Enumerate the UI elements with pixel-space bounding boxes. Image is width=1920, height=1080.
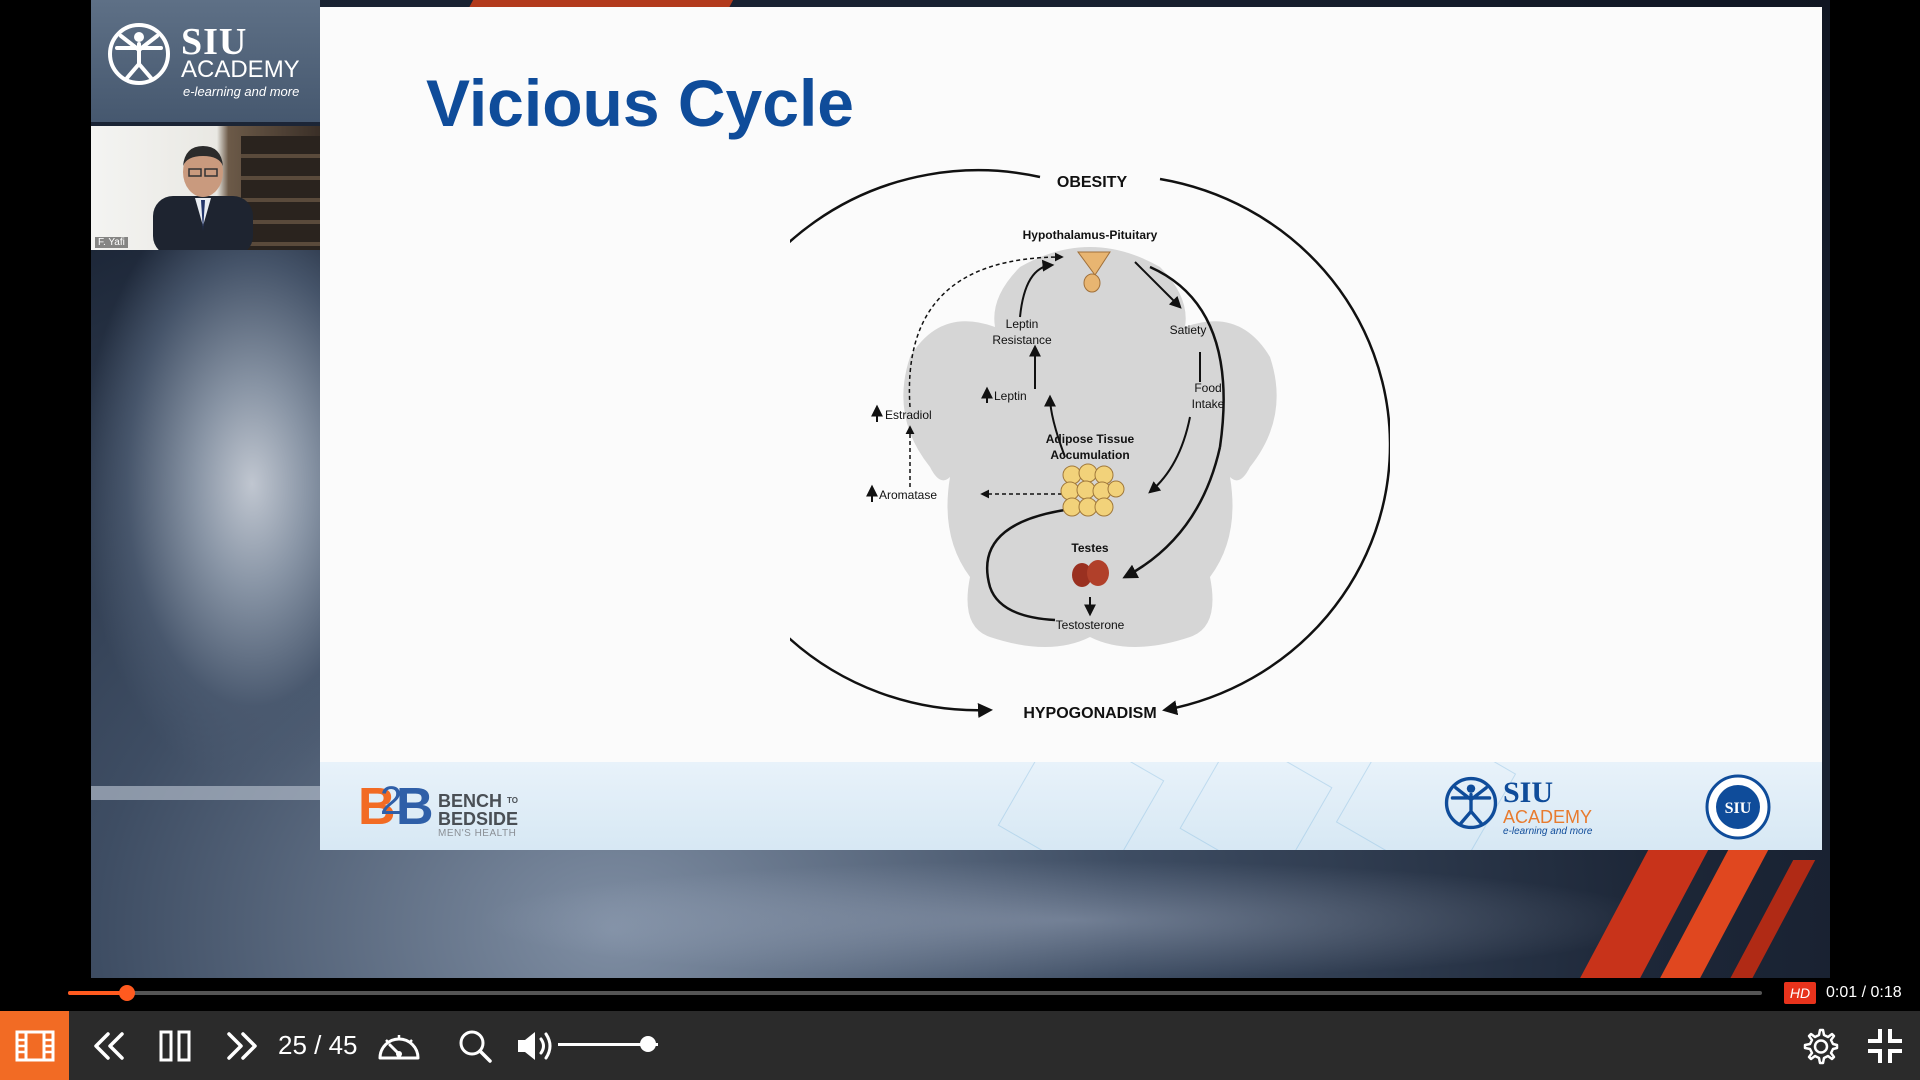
volume-button[interactable] [512,1011,558,1080]
body-silhouette [903,247,1277,647]
adipose-cells [1060,463,1125,517]
volume-handle[interactable] [640,1036,656,1052]
settings-button[interactable] [1797,1011,1843,1080]
label-food-intake-2: Intake [1192,397,1225,411]
search-button[interactable] [452,1011,498,1080]
label-obesity: OBESITY [1057,174,1128,191]
progress-bar[interactable] [68,991,1762,995]
gear-icon [1803,1028,1839,1064]
slides-button[interactable] [0,1011,69,1080]
label-satiety: Satiety [1170,323,1207,337]
siu-academy-brand-panel: SIU ACADEMY e-learning and more [91,0,320,122]
video-stage[interactable]: SIU ACADEMY e-learning and more F. Yafi … [0,0,1920,980]
bookshelf [241,136,320,250]
label-adipose-2: Accumulation [1050,448,1129,462]
previous-slide-button[interactable] [85,1011,131,1080]
svg-text:2: 2 [380,779,402,823]
label-testes: Testes [1071,541,1108,555]
brand-tagline: e-learning and more [183,84,300,99]
label-food-intake: Food [1194,381,1221,395]
progress-handle[interactable] [119,985,135,1001]
volume-slider[interactable] [558,1043,658,1046]
seal-text: SIU [1725,800,1752,817]
footer-tagline: e-learning and more [1503,826,1593,837]
slide-counter: 25 / 45 [278,1030,358,1060]
search-icon [459,1030,492,1063]
background-band [91,786,321,800]
speaker-name: F. Yafi [95,237,128,248]
siu-seal-icon: SIU [1705,774,1771,840]
speaker-video [153,146,253,250]
siu-footer-text: SIU ACADEMY e-learning and more [1503,776,1593,838]
brand-academy: ACADEMY [181,56,300,83]
bench-to-bedside-text: BENCH TO BEDSIDE MEN'S HEALTH [438,792,518,839]
pause-icon [159,1030,191,1061]
svg-text:B: B [396,778,434,836]
footer-academy: ACADEMY [1503,807,1593,827]
svg-text:B: B [358,778,396,836]
label-testosterone: Testosterone [1056,618,1125,632]
label-leptin-resistance-2: Resistance [992,333,1052,347]
label-aromatase: Aromatase [879,488,937,502]
footer-hex [997,762,1165,850]
progress-fill [68,991,127,995]
vicious-cycle-diagram: OBESITY HYPOGONADISM Hypothalamus-Pituit… [790,169,1390,722]
b2b-bedside: BEDSIDE [438,809,519,829]
slide-title: Vicious Cycle [426,66,855,140]
label-leptin-resistance: Leptin [1006,317,1039,331]
pause-button[interactable] [152,1011,198,1080]
label-hypothalamus: Hypothalamus-Pituitary [1023,228,1158,242]
b2b-to: TO [507,796,518,805]
footer-siu: SIU [1503,776,1554,809]
speedometer-icon [378,1034,420,1059]
film-icon [15,1030,54,1061]
time-readout: 0:01 / 0:18 [1826,984,1902,1001]
b2b-bench: BENCH [438,791,503,811]
background-glow [471,860,1671,978]
exit-fullscreen-icon [1868,1028,1902,1063]
siu-footer-logo-icon [1444,776,1498,830]
next-slide-button[interactable] [220,1011,266,1080]
b2b-mens-health: MEN'S HEALTH [438,828,517,839]
slide-footer: B 2 B BENCH TO BEDSIDE MEN'S HEALTH SIU … [320,762,1822,850]
control-bar [0,1011,1920,1080]
footer-hex [1179,762,1333,850]
bench-to-bedside-logo-icon: B 2 B [358,778,434,836]
exit-fullscreen-button[interactable] [1862,1011,1908,1080]
fast-forward-icon [227,1031,257,1060]
presentation-slide: Vicious Cycle [320,7,1822,850]
speaker-webcam: F. Yafi [91,126,320,250]
world-map-graphic [91,250,321,770]
brand-siu: SIU [181,21,248,63]
label-hypogonadism: HYPOGONADISM [1023,705,1156,722]
label-estradiol: Estradiol [885,408,932,422]
volume-icon [518,1031,552,1060]
vitruvian-logo-icon [108,23,170,85]
hd-badge[interactable]: HD [1784,982,1816,1004]
rewind-icon [94,1031,124,1060]
label-adipose: Adipose Tissue [1046,432,1135,446]
playback-speed-button[interactable] [372,1011,426,1080]
label-leptin: Leptin [994,389,1027,403]
